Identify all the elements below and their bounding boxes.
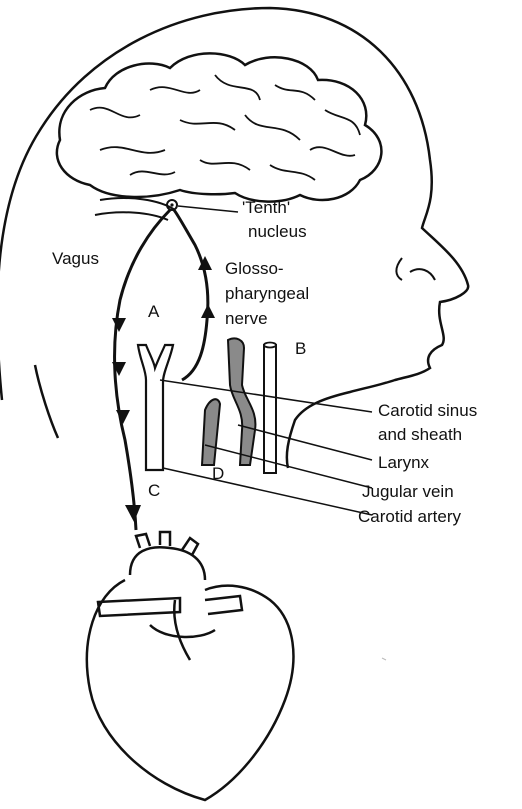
larynx-structure [228,338,255,465]
carotid-sinus-label-line1: Carotid sinus [378,401,477,421]
nose-detail [396,258,402,280]
glossopharyngeal-label-line3: nerve [225,309,268,329]
tenth-nucleus-leader [178,206,238,212]
glosso-arrow-2 [201,304,215,318]
carotid-artery-vessel [138,345,173,470]
carotid-artery-label: Carotid artery [358,507,461,527]
larynx-label: Larynx [378,453,429,473]
letter-a-label: A [148,302,159,322]
nostril-detail [410,269,435,280]
letter-d-label: D [212,464,224,484]
vagus-arrow-1 [112,318,126,332]
neck-back-outline [35,365,58,438]
glossopharyngeal-nerve [174,210,208,380]
brain-folds [90,75,360,180]
glossopharyngeal-label-line1: Glosso- [225,259,284,279]
vagus-arrow-4 [125,505,141,522]
jugular-vein-structure [202,399,220,465]
letter-c-label: C [148,481,160,501]
tenth-nucleus-label-line1: 'Tenth' [242,198,290,218]
heart [87,532,294,800]
tenth-nucleus-label-line2: nucleus [248,222,307,242]
glossopharyngeal-label-line2: pharyngeal [225,284,309,304]
brain-outline [57,53,382,201]
letter-b-label: B [295,339,306,359]
vessel-b [264,345,276,473]
jugular-vein-label: Jugular vein [362,482,454,502]
carotid-sinus-label-line2: and sheath [378,425,462,445]
vagus-label: Vagus [52,249,99,269]
vagus-arrow-3 [116,410,130,424]
